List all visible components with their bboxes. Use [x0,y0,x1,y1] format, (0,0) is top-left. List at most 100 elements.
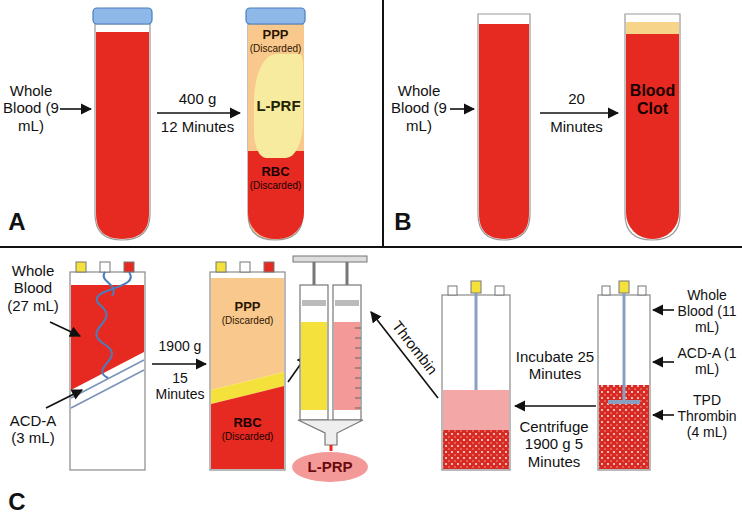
input-label: Whole Blood (9 mL) [390,82,448,134]
layer-name: RBC [261,165,289,180]
separation-device-part [211,278,284,390]
thrombin-device [598,281,650,470]
step-label: 12 Minutes [155,118,240,135]
drawing-part-part [355,358,361,359]
thrombin-device-part [475,293,478,390]
thrombin-device-part [448,286,457,295]
layer-name: L-PRF [256,97,300,114]
blood-tube-part [478,14,530,240]
dual-syringe-part [301,322,327,410]
separation-device [70,262,145,470]
thrombin-device-part [471,281,481,293]
label-text: TPD Thrombin (4 mL) [676,392,738,440]
separation-device-part [100,262,110,272]
drawing-part-part [355,328,361,329]
layer-note: (Discarded) [222,315,274,327]
process-arrows [60,109,618,113]
thrombin-device-part [495,286,504,295]
layer-note: (Discarded) [222,431,274,443]
centrifuged-tube [246,8,305,240]
process-arrows-part [152,363,206,365]
process-arrows-part [653,361,674,363]
layer-name: RBC [233,416,261,431]
separation-device-part [71,360,144,398]
step-label: 1900 g [150,338,210,354]
process-arrows-part [157,112,240,114]
label-text: ACD-A (1 mL) [676,345,738,377]
step-label: Centrifuge 1900 g 5 Minutes [511,418,597,470]
label-text: Minutes [538,118,615,135]
thrombin-device-part [443,430,509,469]
thrombin-device-part [443,390,509,430]
process-arrows-part [46,390,82,408]
blood-tube-part [95,24,150,240]
process-arrows-part [653,414,674,416]
step-label: 400 g [155,90,240,107]
process-arrows-part [653,309,674,311]
drawing-part-part [355,378,361,379]
thrombin-device [442,281,510,470]
panel-dividers-part [382,0,384,246]
blood-tube-part [93,8,152,24]
label-text: C [4,488,30,516]
separation-device-part [264,262,274,272]
thrombin-device-part [623,293,626,402]
separation-device-part [70,272,145,470]
label-text: Whole Blood (9 mL) [2,82,60,134]
blood-tube [478,14,530,240]
clot-tube-part [626,22,679,34]
centrifuged-tube-part [248,24,303,240]
drawing-part-part [355,398,361,399]
panel-letter: B [390,208,416,236]
step-label: Incubate 25 Minutes [514,348,596,383]
separation-device-part [76,262,86,272]
label-text: Whole Blood (27 mL) [2,262,64,314]
process-arrows-part [515,405,596,407]
ppp-layer: PPP(Discarded) [211,278,284,370]
layer-note: (Discarded) [250,43,302,55]
panel-letter: C [4,488,30,516]
label-text: Whole Blood (11 mL) [676,287,738,335]
input-label: ACD-A (3 mL) [2,412,64,447]
separation-device [210,262,285,470]
rbc-layer: RBC(Discarded) [248,151,304,239]
drawing-part-part [355,348,361,349]
label-text: Centrifuge 1900 g 5 Minutes [511,418,597,470]
dual-syringe-part [300,285,328,420]
input-label: Whole Blood (27 mL) [2,262,64,314]
separation-device-part [71,370,144,408]
layer-name: PPP [262,28,288,43]
separation-device-part [71,285,144,390]
process-arrows-part [450,108,474,110]
centrifuged-tube-part [246,8,305,24]
panel-letter: A [4,208,30,236]
label-text: 1900 g [150,338,210,354]
drawing-part-part [355,368,361,369]
blood-clot: Blood Clot [626,34,679,239]
process-arrows-part [540,112,618,114]
label-text: 400 g [155,90,240,107]
label-text: B [390,208,416,236]
input-label: ACD-A (1 mL) [676,345,738,377]
label-text: Incubate 25 Minutes [514,348,596,383]
dual-syringe-part [293,256,367,262]
drawing-part-part [355,408,361,409]
dual-syringe-part [302,300,326,306]
input-label: Whole Blood (9 mL) [2,82,60,134]
blood-tube-part [479,24,529,239]
layer-name: L-PRP [308,458,353,475]
panel-dividers-part [0,246,742,248]
process-arrows-part [60,108,91,110]
dual-syringe-part [330,445,333,451]
label-text: 20 [538,90,615,107]
dual-syringe-part [333,285,361,420]
panel-dividers [0,0,742,247]
step-label: Minutes [538,118,615,135]
process-arrows [46,310,674,415]
thrombin-device-part [608,400,640,404]
separation-device-part [124,262,134,272]
thrombin-device-part [638,286,646,295]
thrombin-device-part [619,281,629,293]
label-text: 15 Minutes [150,370,210,402]
